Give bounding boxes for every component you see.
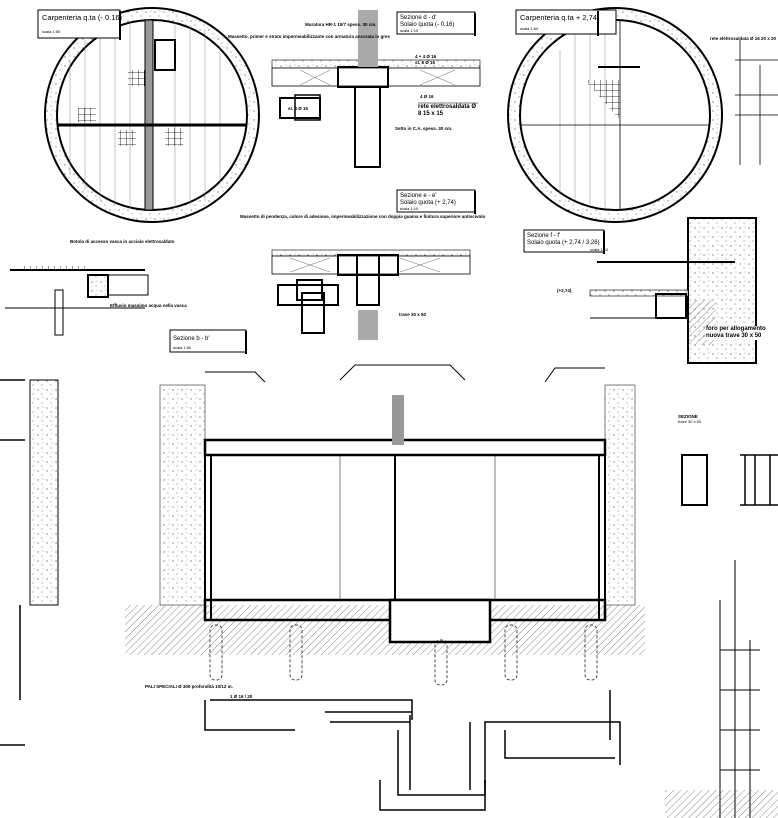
muratura-label: Muratura HR-1 10/7 spess. 30 cm. [305,22,377,27]
main-section [29,364,645,686]
section-ff-title-box: Sezione f - f' Solaio quota (+ 2,74 / 3,… [523,229,609,254]
plan-lower-scale: scala 1:50 [42,29,61,34]
plan-lower-floor [44,7,260,223]
rete-upper-label: rete elettrosaldata Ø 16 20 x 20 [710,36,777,41]
rebar-4-label: 4 Ø 16 [420,94,434,99]
section-ee-scale: scala 1:10 [400,206,419,211]
rebar-schedule: PALI SPECIALI Ø 300 profondità 10/12 m. … [145,684,621,811]
section-bb-title: Sezione b - b' [173,336,210,342]
massetto-label: Massetto, primer e strato impermeabilizz… [228,34,391,39]
section-dd-title: Sezione d - d' [400,15,437,21]
rebar-label: 4 + 4 Ø 16 [415,54,437,59]
sezione-c-detail: SEZIONE trave 30 x 50 [678,414,778,506]
sezione-c-subtitle: trave 30 x 50 [678,419,702,424]
section-dd-subtitle: Solaio quota (- 0.16) [400,22,454,28]
setto-label: Setto in C.A. spess. 30 cm. [395,126,452,131]
foro-label: foro per allogamento nuova trave 30 x 50 [706,326,774,340]
stirrup-label: st. 8 Ø 15 [415,60,436,65]
plan-lower-title-box: Carpenteria q.ta (- 0.16) scala 1:50 [37,9,123,40]
rete-detail: rete elettrosaldata Ø 16 20 x 20 [710,36,778,165]
section-dd: Massetto, primer e strato impermeabilizz… [228,10,481,168]
left-edge-detail [0,379,25,746]
section-ff-scale: scala 1:10 [590,247,609,252]
trave-label: trave 30 x 50 [399,312,427,317]
section-dd-title-box: Sezione d - d' Solaio quota (- 0.16) sca… [396,11,476,36]
pali-label: PALI SPECIALI Ø 300 profondità 10/12 m. [145,684,233,689]
rete-label: rete elettrosaldata Ø 8 15 x 15 [418,104,478,118]
section-ee: Massetto di pendenza, colore di adesione… [240,214,486,340]
section-bb-scale: scala 1:50 [173,345,192,350]
plan-lower-title: Carpenteria q.ta (- 0.16) [42,13,123,22]
elevation-label: (+2,74) [557,288,572,293]
section-dd-scale: scala 1:10 [400,28,419,33]
plan-upper-scale: scala 1:50 [520,26,539,31]
plan-upper-title-box: Carpenteria q.ta + 2,74 scala 1:50 [515,9,617,36]
rebar-bottom-label: 1 Ø 16 / 20 [230,694,253,699]
section-ff-subtitle: Solaio quota (+ 2,74 / 3,26) [527,240,600,246]
right-elevation [665,560,778,818]
section-ee-subtitle: Solaio quota (+ 2,74) [400,200,456,206]
section-bb-title-box: Sezione b - b' scala 1:50 [169,329,247,354]
botola-label: Botola di accesso vasca in acciaio elett… [70,239,175,244]
section-ee-title: Sezione e - e' [400,193,437,199]
stirrup-detail-label: st. 8 Ø 15 [288,106,309,111]
section-ee-title-box: Sezione e - e' Solaio quota (+ 2,74) sca… [396,189,476,214]
plan-upper-title: Carpenteria q.ta + 2,74 [520,13,597,22]
massetto-ee-label: Massetto di pendenza, colore di adesione… [240,214,486,219]
section-ff-title: Sezione f - f' [527,233,560,239]
section-bb: Botola di accesso vasca in acciaio elett… [5,239,187,336]
filtro-label: Effluvio massimo acqua nella vasca [110,303,187,308]
sezione-c-title: SEZIONE [678,414,698,419]
plan-upper-floor [507,7,723,223]
